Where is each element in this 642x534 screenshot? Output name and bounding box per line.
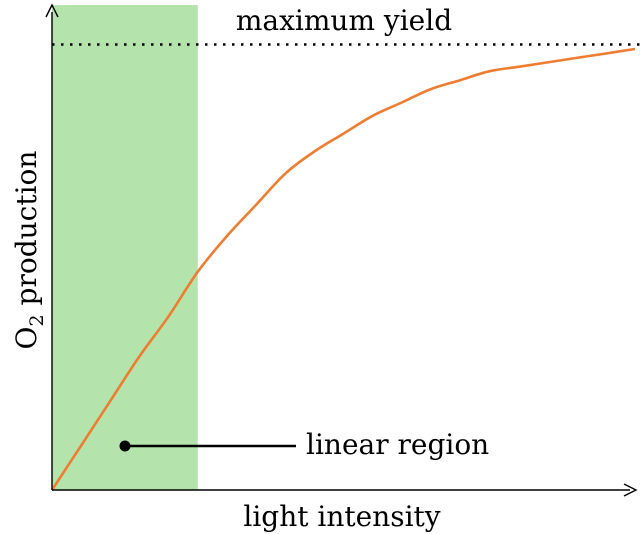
- max-yield-label: maximum yield: [236, 4, 452, 37]
- y-axis-label-main: O: [10, 326, 43, 349]
- y-axis-label: O2 production: [10, 151, 48, 350]
- linear-region-band: [52, 5, 198, 490]
- o2-production-curve: [50, 47, 636, 491]
- linear-region-label: linear region: [306, 428, 489, 461]
- x-axis-label: light intensity: [243, 500, 440, 533]
- x-axis-arrow: [623, 483, 638, 497]
- y-axis-label-subscript: 2: [26, 314, 48, 326]
- y-axis-label-rest: production: [10, 151, 43, 315]
- y-axis-arrow: [45, 3, 59, 18]
